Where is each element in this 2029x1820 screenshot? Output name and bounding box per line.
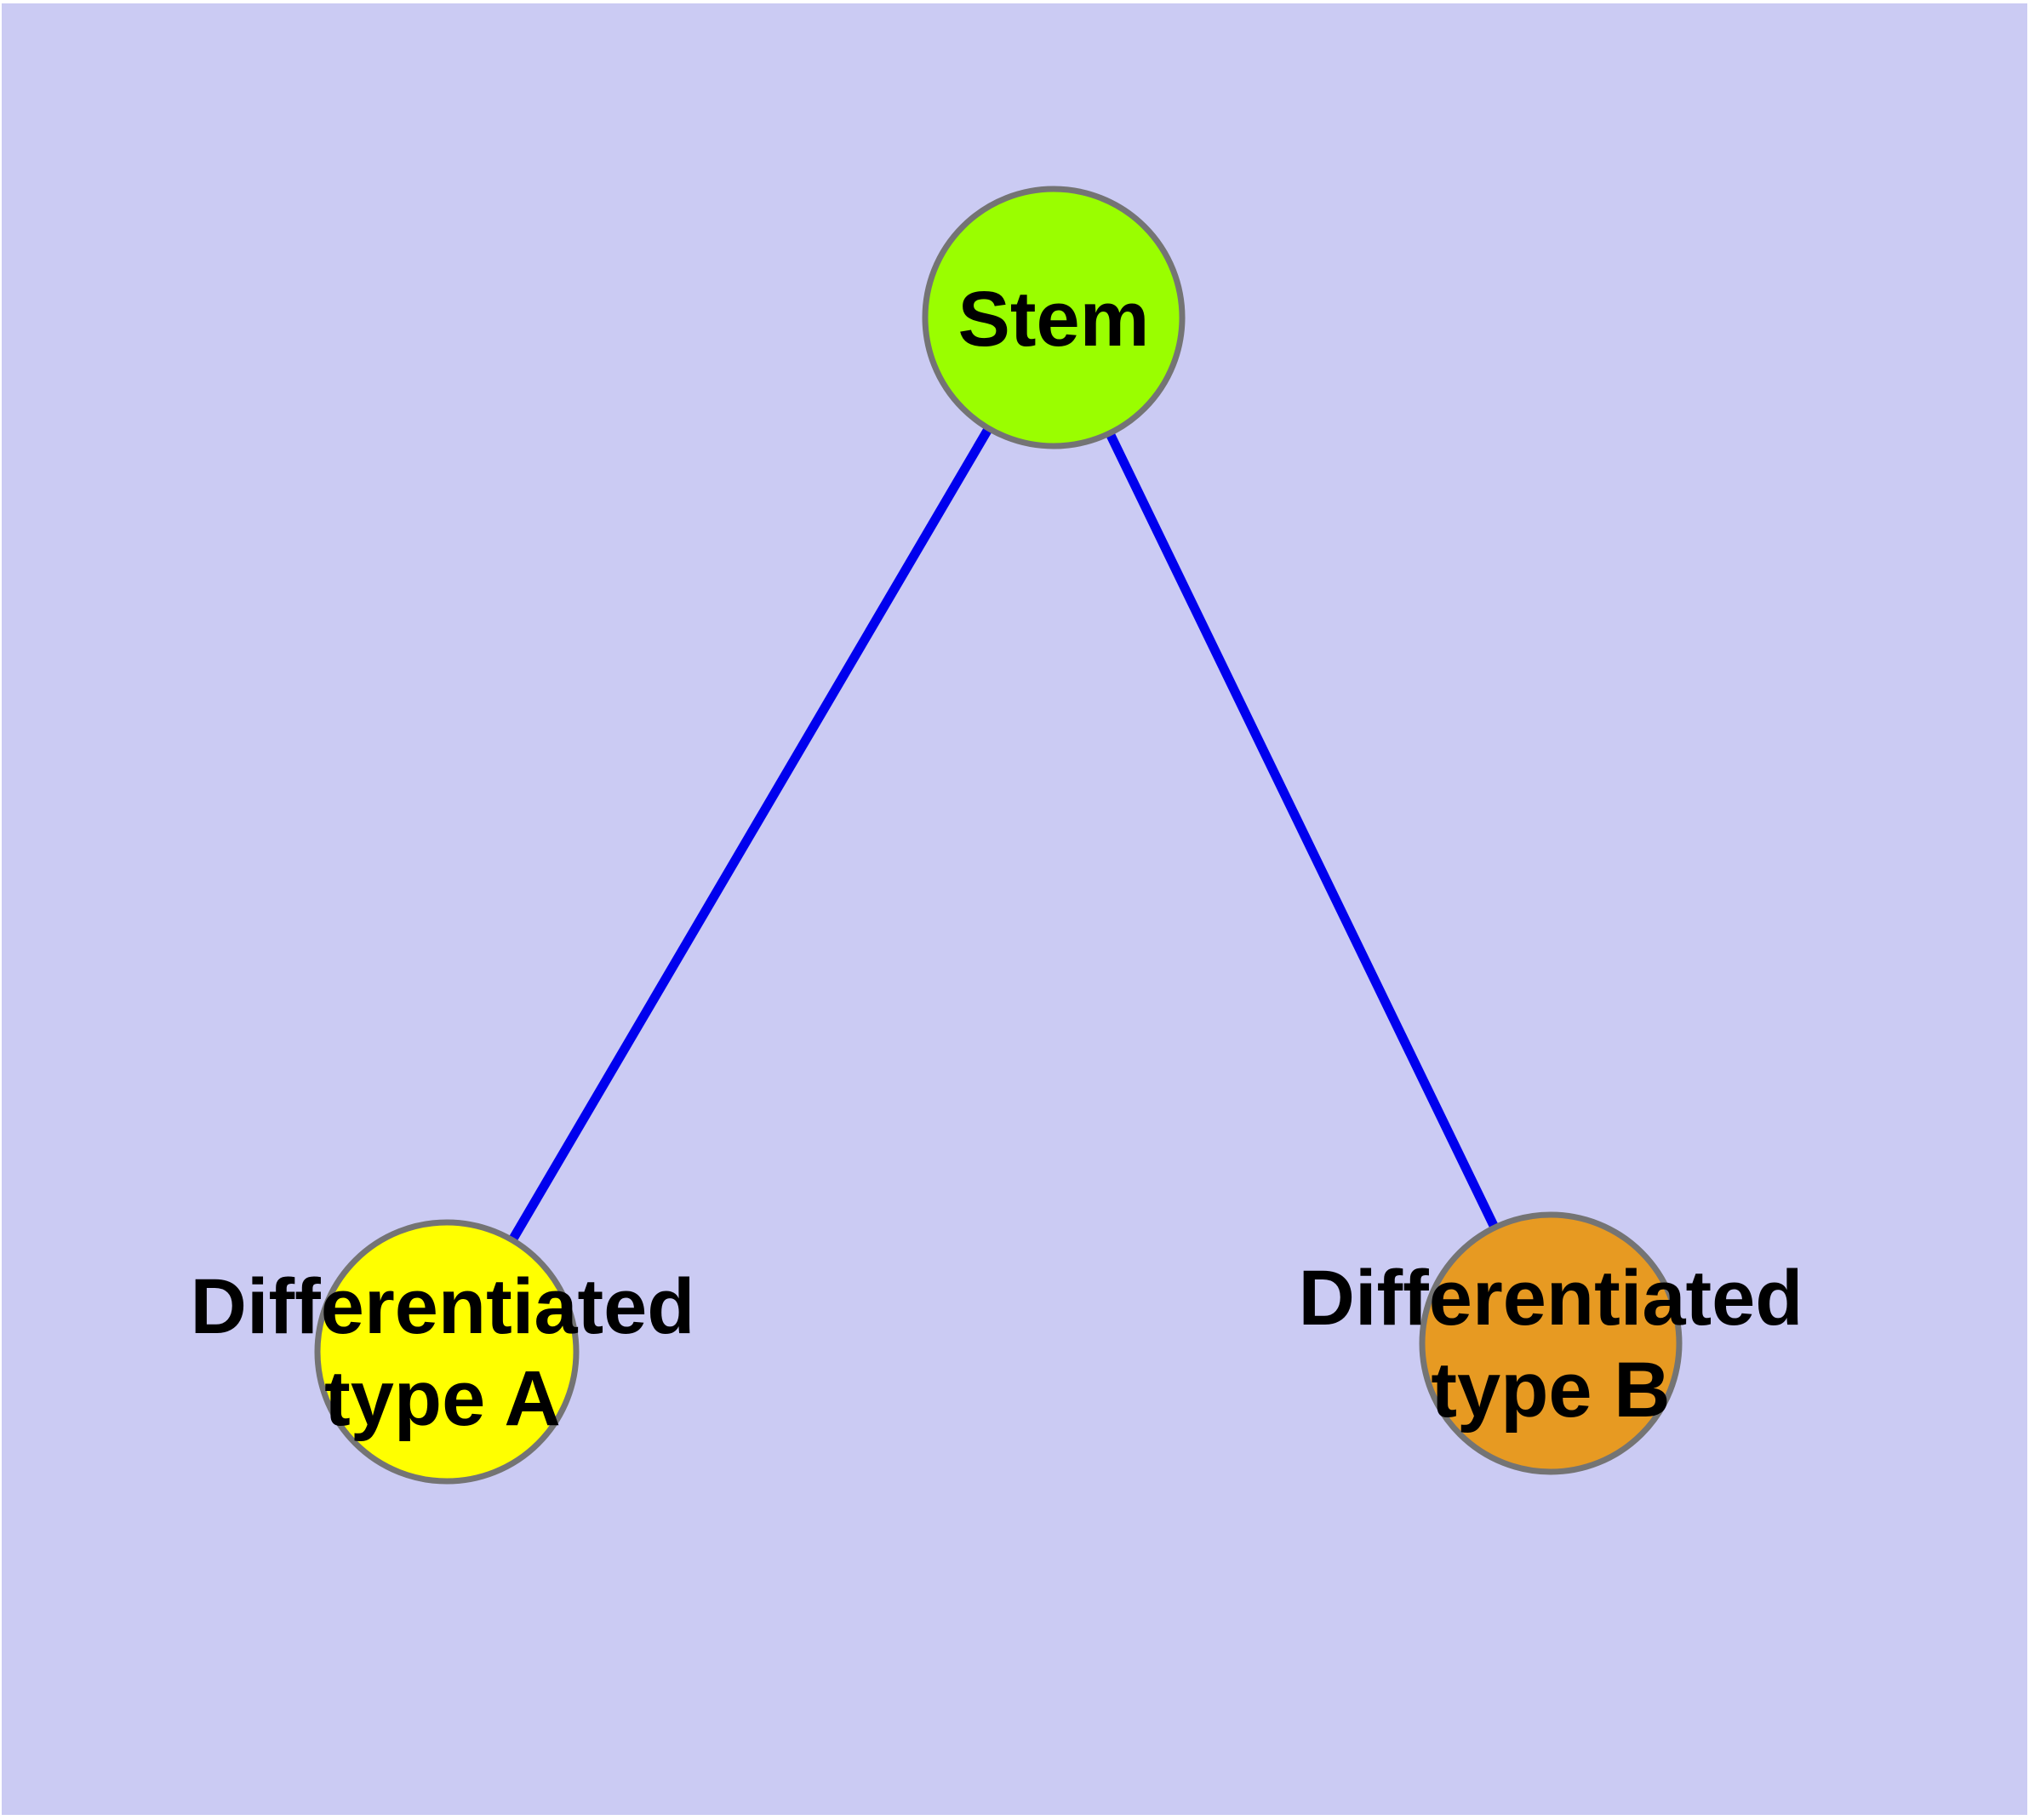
node-type-b-circle — [1419, 1211, 1683, 1475]
node-type-a-label-line-1: Differentiated — [191, 1263, 695, 1350]
edge-stem-to-type-b — [1049, 315, 1555, 1346]
node-type-a-circle — [314, 1219, 580, 1485]
node-stem: Stem — [922, 186, 1186, 449]
edge-stem-to-type-a — [443, 315, 1058, 1354]
node-differentiated-type-a: Differentiated type A — [191, 1219, 695, 1485]
node-type-a-label-line-2: type A — [324, 1355, 561, 1442]
node-type-b-label-line-1: Differentiated — [1299, 1255, 1803, 1342]
node-stem-label: Stem — [958, 276, 1150, 363]
node-stem-circle — [922, 186, 1186, 449]
node-type-b-label-line-2: type B — [1431, 1347, 1670, 1434]
node-differentiated-type-b: Differentiated type B — [1299, 1211, 1803, 1475]
